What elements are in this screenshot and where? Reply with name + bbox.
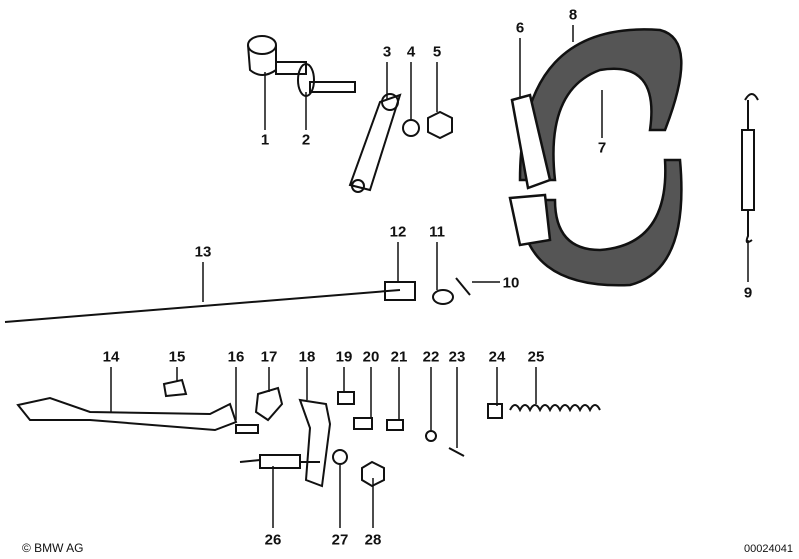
part-label-13[interactable]: 13 — [194, 243, 212, 261]
part-27-washer — [332, 449, 348, 465]
part-brake-shoes — [508, 28, 683, 287]
part-label-6[interactable]: 6 — [515, 19, 525, 37]
part-label-11[interactable]: 11 — [429, 223, 445, 241]
part-label-2[interactable]: 2 — [301, 131, 311, 149]
part-label-26[interactable]: 26 — [264, 531, 282, 549]
part-label-15[interactable]: 15 — [168, 348, 186, 366]
part-26-spring — [239, 454, 320, 469]
part-label-24[interactable]: 24 — [488, 348, 506, 366]
part-label-27[interactable]: 27 — [331, 531, 349, 549]
part-label-22[interactable]: 22 — [422, 348, 440, 366]
part-label-12[interactable]: 12 — [389, 223, 407, 241]
part-25-spring — [509, 404, 601, 413]
part-label-16[interactable]: 16 — [227, 348, 245, 366]
leader-lines — [110, 25, 749, 528]
part-label-14[interactable]: 14 — [102, 348, 120, 366]
part-label-3[interactable]: 3 — [382, 43, 392, 61]
part-label-20[interactable]: 20 — [362, 348, 380, 366]
part-washer — [402, 119, 420, 137]
part-20 — [353, 417, 373, 430]
part-23 — [448, 447, 465, 457]
diagram-id: 00024041 — [744, 543, 793, 555]
part-15 — [162, 378, 188, 398]
part-label-8[interactable]: 8 — [568, 6, 578, 24]
part-label-4[interactable]: 4 — [406, 43, 416, 61]
part-nut — [427, 110, 453, 140]
part-label-10[interactable]: 10 — [502, 274, 520, 292]
part-label-7[interactable]: 7 — [597, 139, 607, 157]
part-label-5[interactable]: 5 — [432, 43, 442, 61]
part-24 — [487, 403, 503, 419]
part-return-spring — [741, 93, 759, 244]
part-label-19[interactable]: 19 — [335, 348, 353, 366]
part-label-1[interactable]: 1 — [260, 131, 270, 149]
part-label-18[interactable]: 18 — [298, 348, 316, 366]
part-21 — [386, 419, 404, 431]
part-bolt — [247, 35, 356, 97]
part-lever — [348, 93, 402, 193]
part-22 — [425, 430, 437, 442]
part-label-17[interactable]: 17 — [260, 348, 278, 366]
part-17 — [254, 386, 284, 422]
part-label-9[interactable]: 9 — [743, 284, 753, 302]
part-19 — [337, 391, 355, 405]
part-label-28[interactable]: 28 — [364, 531, 382, 549]
part-label-25[interactable]: 25 — [527, 348, 545, 366]
part-brake-pedal — [16, 396, 259, 434]
part-label-21[interactable]: 21 — [390, 348, 408, 366]
part-28-nut — [361, 460, 385, 488]
part-18-pedal-arm — [298, 398, 332, 488]
part-brake-rod — [4, 277, 471, 323]
part-label-23[interactable]: 23 — [448, 348, 466, 366]
copyright-text: © BMW AG — [22, 541, 84, 555]
